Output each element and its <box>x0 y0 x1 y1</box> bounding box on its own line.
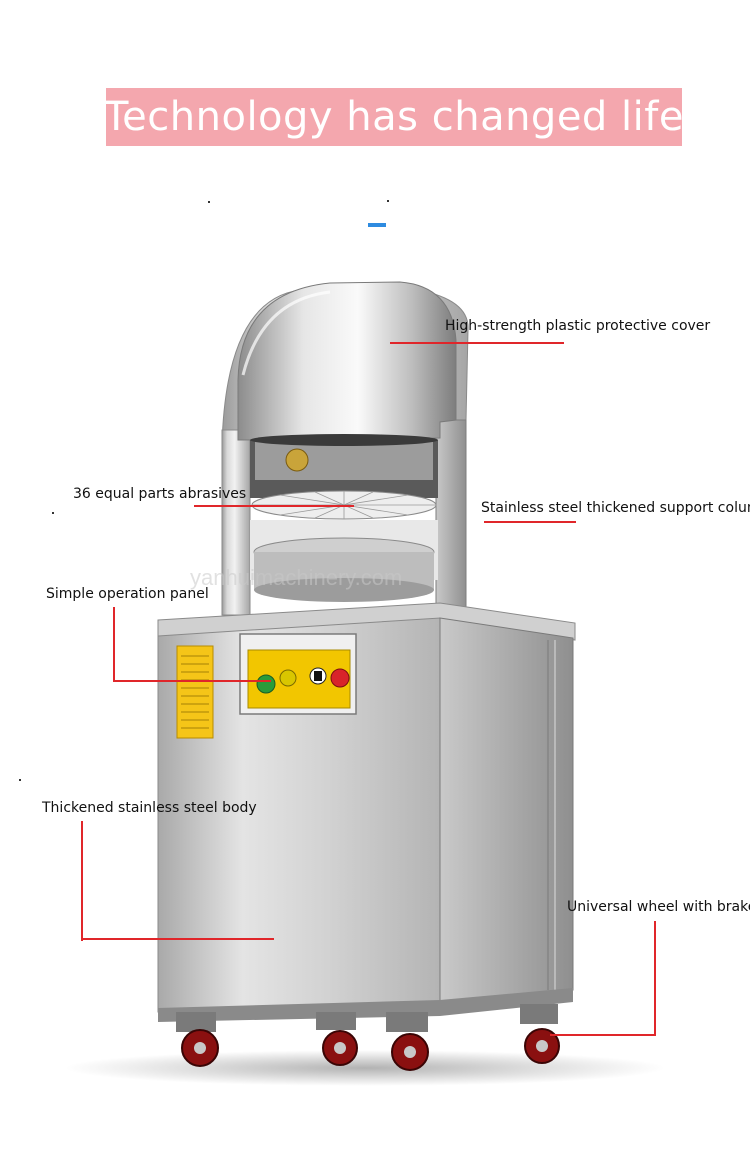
callout-abrasives-line <box>194 505 354 507</box>
decorative-dot <box>52 512 54 514</box>
decorative-dot <box>208 201 210 203</box>
callout-body-line-vertical <box>81 821 83 941</box>
banner-title: Technology has changed life <box>104 94 684 140</box>
decorative-dot <box>19 779 21 781</box>
callout-column-label: Stainless steel thickened support colum <box>481 500 750 516</box>
callout-column-line <box>484 521 576 523</box>
watermark: yanhuimachinery.com <box>190 565 403 590</box>
callout-cover-line <box>390 342 564 344</box>
callout-panel-line-vertical <box>113 607 115 682</box>
callout-panel-label: Simple operation panel <box>46 586 209 602</box>
callout-wheel-line-horizontal <box>550 1034 656 1036</box>
callout-wheel-label: Universal wheel with brake <box>567 899 750 915</box>
callout-body-label: Thickened stainless steel body <box>42 800 257 816</box>
decorative-dot <box>387 200 389 202</box>
callout-cover-label: High-strength plastic protective cover <box>445 318 711 334</box>
accent-dash <box>368 223 386 227</box>
title-banner: Technology has changed life <box>104 88 684 146</box>
callout-body-line-horizontal <box>81 938 274 940</box>
callout-panel-line-horizontal <box>113 680 271 682</box>
callout-wheel-line-vertical <box>654 921 656 1036</box>
callout-abrasives-label: 36 equal parts abrasives <box>73 486 247 502</box>
